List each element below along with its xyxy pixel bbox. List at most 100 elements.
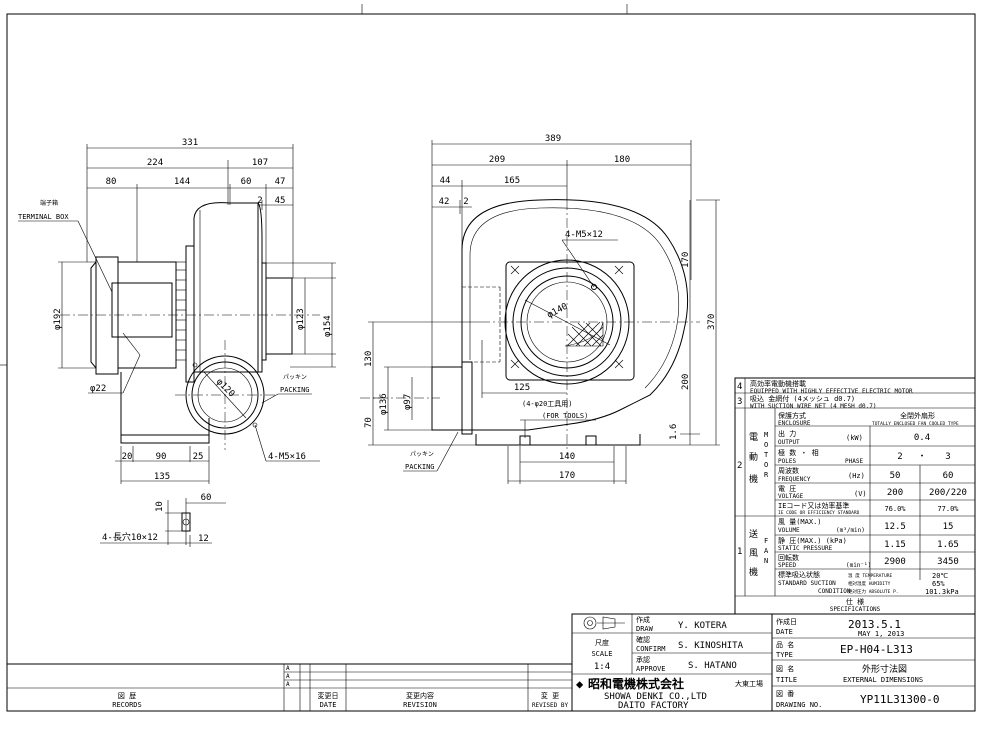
output-jp: 出 力 [778,429,796,438]
volt-en: VOLTAGE [778,493,804,500]
company-en: SHOWA DENKI CO.,LTD [604,692,707,702]
dim-200: 200 [681,374,691,390]
title-val-jp: 外形寸法図 [862,663,907,675]
pressure-en: STATIC PRESSURE [778,545,833,552]
volt-60: 200/220 [929,488,967,498]
rev-content-jp: 変更内容 [406,691,434,700]
date-val-en: MAY 1, 2013 [858,630,904,638]
company-logo-mark: ◆ [576,677,584,691]
dim-370: 370 [707,314,717,330]
dim-phi136: φ136 [379,393,389,415]
side-packing-en: PACKING [280,386,310,394]
ie-jp: IEコード又は効率基準 [778,501,849,510]
std-en: STANDARD SUCTION [778,580,836,587]
dim-180: 180 [614,155,630,165]
poles-jp: 極 数 ・ 相 [778,448,819,457]
rev-content-en: REVISION [403,701,437,709]
dwg-en: DRAWING NO. [776,701,822,709]
draw-jp: 作成 [636,615,650,624]
output-unit: (kW) [846,434,863,442]
tools-note: (FOR TOOLS) [542,412,588,420]
motor-jp-3: 機 [749,473,758,485]
dim-331: 331 [182,138,198,148]
front-bolt-note: 4-M5×12 [565,230,603,240]
pressure-jp: 静 圧(MAX.) (kPa) [778,536,847,545]
confirm-jp: 確認 [636,635,650,644]
dim-phi97: φ97 [403,394,413,410]
note-3-en: WITH SUCTION WIRE NET (4 MESH d0.7) [750,403,876,410]
dim-144: 144 [174,177,190,187]
row-no-1: 1 [737,547,742,557]
approve-name: S. HATANO [688,661,737,671]
dim-1-6: 1.6 [669,424,679,440]
dwg-val: YP11L31300-0 [860,693,939,706]
temp-val: 20℃ [932,572,948,580]
dim-90: 90 [156,452,167,462]
motor-en-1: M [764,431,768,439]
dim-130: 130 [364,351,374,367]
dim-phi154: φ154 [323,315,333,337]
front-dimensions: 389 209 180 44 165 42 2 370 170 200 1.6 … [364,134,720,484]
date-en: DATE [776,628,793,636]
rev-date-en: DATE [320,701,337,709]
dim-389: 389 [545,134,561,144]
volume-50: 12.5 [884,522,906,532]
volume-60: 15 [943,522,954,532]
type-jp: 品 名 [776,640,794,649]
abs-label: 絶対圧力 ABSOLUTE P. [848,588,899,595]
temp-label: 温 度 TEMPERATURE [848,572,893,579]
terminal-box-label-en: TERMINAL BOX [18,213,69,221]
dim-70: 70 [364,417,374,428]
humid-label: 相対湿度 HUMIDITY [848,580,891,587]
std-jp: 標準吸込状態 [778,570,820,579]
spec-title-en: SPECIFICATIONS [830,606,881,613]
slot-note: 4-長穴10×12 [102,531,158,543]
dim-12: 12 [198,534,209,544]
rev-date-jp: 変更日 [318,691,339,700]
dim-44: 44 [440,176,451,186]
dim-phi192: φ192 [53,308,63,330]
side-dimensions: 331 224 107 80 144 60 47 2 45 φ192 φ123 … [18,138,336,547]
draw-en: DRAW [636,625,654,633]
type-en: TYPE [776,651,793,659]
dim-107: 107 [252,158,268,168]
freq-jp: 周波数 [778,466,799,475]
pressure-50: 1.15 [884,540,906,550]
speed-unit: (min⁻¹) [846,562,871,569]
dim-125: 125 [514,383,530,393]
dim-170-vertical: 170 [681,252,691,268]
row-no-2: 2 [737,461,742,471]
dim-25: 25 [193,452,204,462]
motor-en-2: O [764,441,768,449]
revised-by-en: REVISED BY [532,702,569,709]
freq-unit: (Hz) [848,472,865,480]
side-bolt-note: 4-M5×16 [268,452,306,462]
volume-en: VOLUME [778,527,800,534]
terminal-box-label-jp: 端子箱 [40,199,58,207]
motor-jp-1: 電 [749,432,758,443]
dim-42: 42 [439,197,450,207]
drawing-border [0,4,976,712]
dim-224: 224 [147,158,163,168]
spec-title-jp: 仕 様 [846,597,864,606]
confirm-en: CONFIRM [636,645,666,653]
enclosure-val-en: TOTALLY ENCLOSED FAN COOLED TYPE [872,421,959,427]
dim-60-top: 60 [241,177,252,187]
fan-jp-3: 機 [749,566,758,578]
humid-val: 65% [932,580,945,588]
scale-val: 1:4 [594,662,610,672]
records-block: A A A 図 歴 RECORDS 変更日 DATE 変更内容 REVISION… [6,663,573,712]
fan-en-1: F [764,537,768,545]
enclosure-jp: 保護方式 [778,411,806,420]
note-4-no: 4 [737,382,742,392]
side-view [60,202,320,450]
dim-45: 45 [275,196,286,206]
dim-60-bottom: 60 [201,493,212,503]
date-val: 2013.5.1 [848,618,901,631]
speed-jp: 回転数 [778,553,799,562]
records-jp: 図 歴 [118,692,136,700]
abs-val: 101.3kPa [925,588,959,596]
dim-phi22: φ22 [90,384,106,394]
